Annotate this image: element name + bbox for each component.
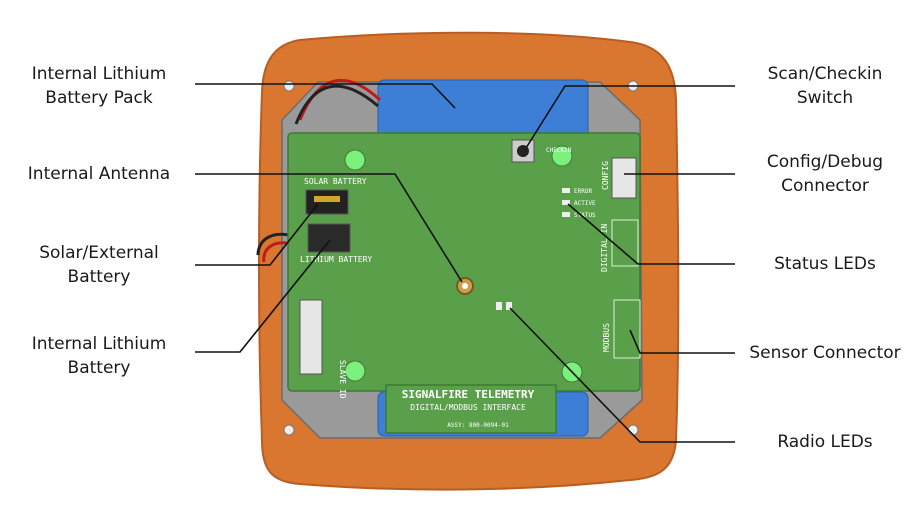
label-sensor-connector: Sensor Connector xyxy=(740,341,910,365)
config-connector xyxy=(611,157,637,199)
mount-led xyxy=(344,360,366,382)
label-line: Config/Debug xyxy=(766,152,884,172)
status-led-error xyxy=(562,188,570,193)
status-led-status xyxy=(562,212,570,217)
solar-connector-pins xyxy=(314,196,340,202)
battery-pack xyxy=(377,79,589,141)
label-internal-lithium-battery: Internal Lithium Battery xyxy=(14,332,184,380)
label-radio-leds: Radio LEDs xyxy=(740,430,910,454)
label-scan-checkin-switch: Scan/Checkin Switch xyxy=(740,62,910,110)
screw-hole xyxy=(283,424,295,436)
label-line: Internal Lithium xyxy=(31,334,167,354)
callout-radio xyxy=(509,307,735,443)
screw-hole xyxy=(283,80,295,92)
slave-id-header xyxy=(299,299,323,375)
label-line: Scan/Checkin xyxy=(767,64,883,84)
callout-status xyxy=(567,203,735,265)
label-line: Battery xyxy=(67,267,131,287)
label-line: Radio LEDs xyxy=(777,432,873,452)
callout-antenna xyxy=(195,173,463,283)
digital-in-label: DIGITAL IN xyxy=(600,224,609,272)
label-line: Connector xyxy=(781,176,869,196)
modbus-label: MODBUS xyxy=(602,323,611,352)
antenna-center xyxy=(462,283,468,289)
label-line: Battery Pack xyxy=(45,88,153,108)
label-config-debug-connector: Config/Debug Connector xyxy=(740,150,910,198)
config-label: CONFIG xyxy=(601,161,610,190)
board-subtitle: DIGITAL/MODBUS INTERFACE xyxy=(410,403,526,412)
callout-sensor xyxy=(629,329,735,354)
board-title: SIGNALFIRE TELEMETRY xyxy=(402,388,535,401)
callout-solar xyxy=(195,203,319,266)
label-solar-external-battery: Solar/External Battery xyxy=(14,241,184,289)
label-line: Switch xyxy=(796,88,854,108)
solar-battery-label: SOLAR BATTERY xyxy=(304,177,367,186)
modbus-connector xyxy=(613,299,641,359)
wire-black xyxy=(294,84,379,125)
status-led-active xyxy=(562,200,570,205)
label-line: Internal Lithium xyxy=(31,64,167,84)
radio-led xyxy=(506,302,512,310)
radio-led xyxy=(496,302,502,310)
lithium-battery-label: LITHIUM BATTERY xyxy=(300,255,372,264)
label-line: Battery xyxy=(67,358,131,378)
callout-lines xyxy=(195,83,735,443)
mount-led xyxy=(551,145,573,167)
label-internal-antenna: Internal Antenna xyxy=(14,162,184,186)
board-assy: ASSY: 800-0094-01 xyxy=(447,422,509,429)
callout-lithium xyxy=(195,239,331,353)
digital-in-terminal xyxy=(611,219,639,267)
label-line: Status LEDs xyxy=(774,254,876,274)
callout-battery-pack xyxy=(195,83,456,109)
label-line: Solar/External xyxy=(39,243,159,263)
checkin-label: CHECKIN xyxy=(546,147,572,154)
label-line: Internal Antenna xyxy=(27,164,171,184)
slave-id-label: SLAVE ID xyxy=(338,360,347,399)
pcb-lower-tab xyxy=(385,384,557,434)
label-line: Sensor Connector xyxy=(749,343,901,363)
error-label: ERROR xyxy=(574,188,592,195)
label-status-leds: Status LEDs xyxy=(740,252,910,276)
callout-switch xyxy=(525,85,735,149)
mount-led xyxy=(344,149,366,171)
label-internal-lithium-battery-pack: Internal Lithium Battery Pack xyxy=(14,62,184,110)
active-label: ACTIVE xyxy=(574,200,596,207)
status-label: STATUS xyxy=(574,212,596,219)
lithium-connector xyxy=(307,223,351,253)
screw-hole xyxy=(627,424,639,436)
